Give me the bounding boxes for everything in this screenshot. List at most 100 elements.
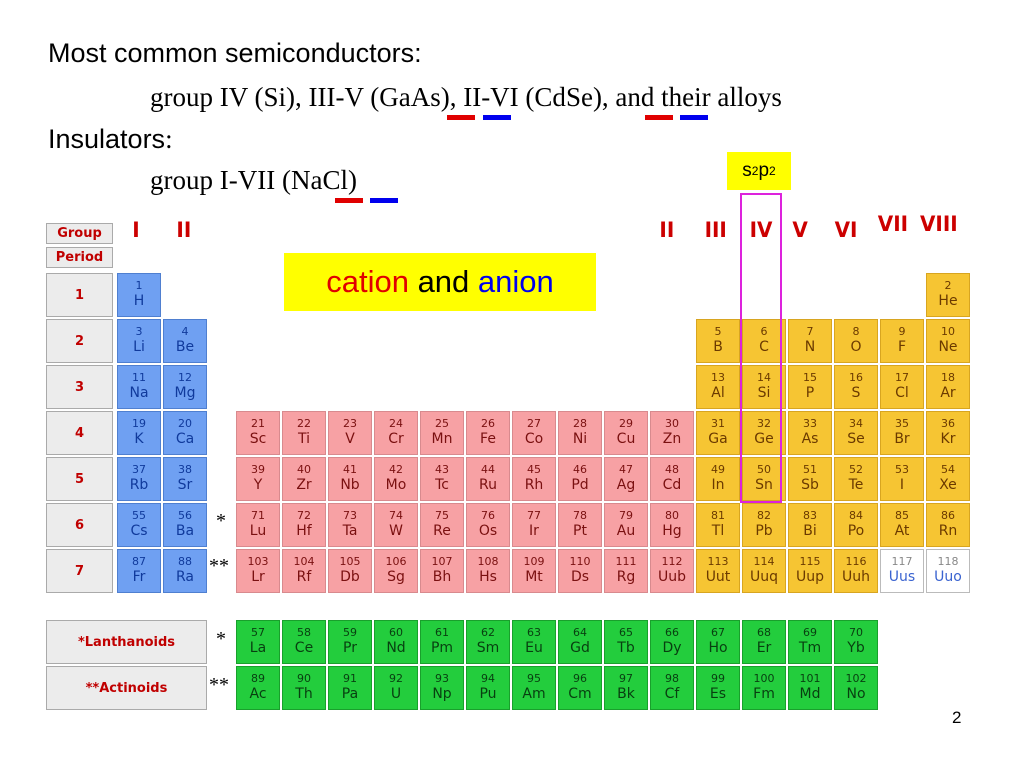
atomic-number: 60	[389, 626, 403, 639]
actinoid-row-marker: **	[209, 674, 229, 696]
period-number: 4	[46, 411, 113, 455]
atomic-number: 77	[527, 509, 541, 522]
period-label: Period	[46, 247, 113, 268]
group-numeral: I	[132, 218, 140, 242]
atomic-number: 83	[803, 509, 817, 522]
atomic-number: 11	[132, 371, 146, 384]
element-symbol: Ar	[940, 385, 956, 401]
atomic-number: 30	[665, 417, 679, 430]
atomic-number: 76	[481, 509, 495, 522]
atomic-number: 91	[343, 672, 357, 685]
atomic-number: 17	[895, 371, 909, 384]
element-symbol: Y	[253, 477, 263, 493]
element-symbol: Pa	[341, 686, 359, 702]
atomic-number: 42	[389, 463, 403, 476]
element-symbol: Ag	[616, 477, 636, 493]
atomic-number: 104	[293, 555, 315, 568]
atomic-number: 61	[435, 626, 449, 639]
element-symbol: Ra	[176, 569, 194, 585]
element-symbol: Mo	[385, 477, 407, 493]
element-symbol: Tm	[798, 640, 822, 656]
element-symbol: Po	[847, 523, 865, 539]
atomic-number: 112	[661, 555, 683, 568]
atomic-number: 36	[941, 417, 955, 430]
period-number: 5	[46, 457, 113, 501]
element-symbol: Sm	[476, 640, 500, 656]
semi-line-post: ), and their alloys	[592, 82, 782, 112]
atomic-number: 33	[803, 417, 817, 430]
atomic-number: 1	[135, 279, 143, 292]
atomic-number: 118	[937, 555, 959, 568]
atomic-number: 82	[757, 509, 771, 522]
element-symbol: Tc	[435, 477, 449, 493]
element-symbol: No	[846, 686, 866, 702]
group-numeral: VIII	[919, 212, 958, 236]
atomic-number: 20	[178, 417, 192, 430]
element-symbol: N	[804, 339, 816, 355]
element-symbol: Ir	[529, 523, 539, 539]
element-symbol: I	[899, 477, 905, 493]
element-symbol: Cs	[130, 523, 148, 539]
element-symbol: Na	[129, 385, 149, 401]
group-numeral: II	[176, 218, 192, 242]
atomic-number: 31	[711, 417, 725, 430]
element-symbol: Th	[295, 686, 313, 702]
element-symbol: Zn	[662, 431, 682, 447]
element-symbol: Lu	[249, 523, 267, 539]
lanthanoids-label: *Lanthanoids	[46, 620, 207, 664]
insul-line-post: )	[347, 165, 357, 195]
element-symbol: Ac	[249, 686, 267, 702]
atomic-number: 22	[297, 417, 311, 430]
atomic-number: 101	[799, 672, 821, 685]
element-symbol: Bh	[432, 569, 452, 585]
element-symbol: Hs	[479, 569, 497, 585]
atomic-number: 115	[799, 555, 821, 568]
atomic-number: 111	[615, 555, 637, 568]
element-symbol: Zr	[296, 477, 312, 493]
element-symbol: Cr	[388, 431, 404, 447]
chlorine-symbol: Cl	[322, 165, 348, 195]
atomic-number: 2	[944, 279, 952, 292]
element-symbol: Nb	[340, 477, 360, 493]
element-symbol: Rb	[129, 477, 149, 493]
group-numeral: V	[792, 218, 808, 242]
atomic-number: 7	[806, 325, 814, 338]
insulators-heading: Insulators:	[48, 124, 173, 154]
atomic-number: 26	[481, 417, 495, 430]
atomic-number: 58	[297, 626, 311, 639]
element-symbol: Ga	[708, 431, 728, 447]
element-symbol: Pr	[343, 640, 357, 656]
atomic-number: 47	[619, 463, 633, 476]
element-symbol: V	[345, 431, 355, 447]
